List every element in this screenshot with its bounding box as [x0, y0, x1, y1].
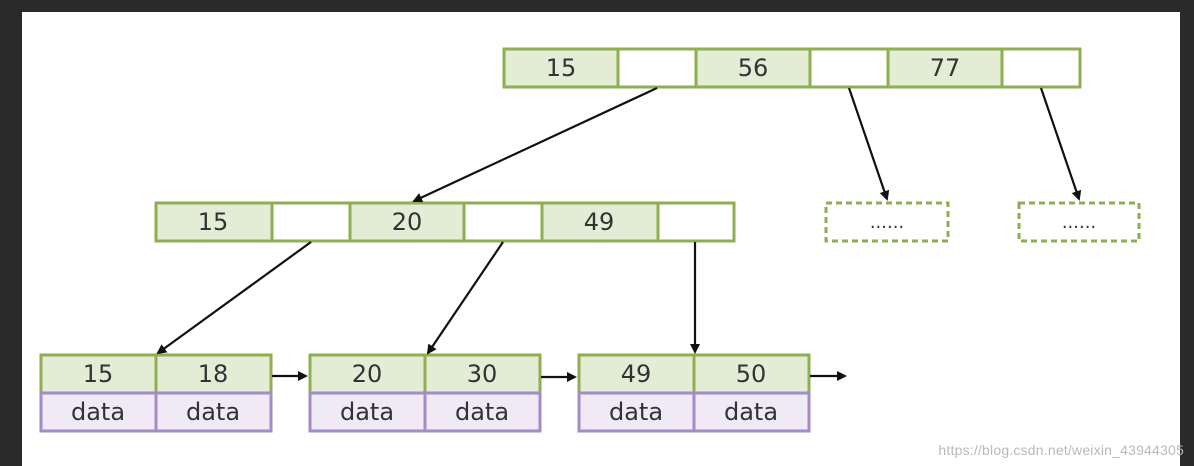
root-key-cell [502, 47, 620, 89]
internal-node: 15 20 49 [154, 201, 736, 243]
edge-arrow [426, 241, 504, 355]
root-key-label: 77 [930, 54, 961, 82]
leaf-key-label: 30 [467, 360, 498, 388]
edge-arrow [1039, 87, 1082, 201]
leaf-key-label: 18 [198, 360, 229, 388]
internal-key-label: 15 [198, 208, 229, 236]
internal-pointer-cell [656, 201, 736, 243]
root-pointer-cell [616, 47, 698, 89]
placeholder-label: ...... [870, 212, 904, 233]
leaf-data-label: data [609, 398, 663, 426]
watermark-text: https://blog.csdn.net/weixin_43944305 [938, 442, 1184, 458]
leaf-key-cell [692, 353, 811, 395]
internal-key-cell [540, 201, 660, 243]
internal-key-cell [348, 201, 466, 243]
placeholder-node: ...... [824, 201, 950, 243]
root-key-label: 15 [546, 54, 577, 82]
root-key-cell [694, 47, 812, 89]
edge-arrow [156, 241, 312, 355]
placeholder-label: ...... [1062, 212, 1096, 233]
leaf-data-label: data [340, 398, 394, 426]
leaf-links [272, 371, 847, 382]
placeholder-node: ...... [1017, 201, 1141, 243]
edge-arrow [847, 87, 890, 201]
root-key-label: 56 [738, 54, 769, 82]
leaf-data-label: data [724, 398, 778, 426]
tree-edges [156, 87, 1082, 355]
leaf-key-label: 20 [352, 360, 383, 388]
internal-key-cell [154, 201, 274, 243]
internal-key-label: 49 [584, 208, 615, 236]
root-pointer-cell [1000, 47, 1082, 89]
internal-pointer-cell [462, 201, 544, 243]
leaf-key-cell [577, 353, 696, 395]
leaf-data-cell [308, 391, 427, 433]
root-key-cell [886, 47, 1004, 89]
edge-arrow [412, 87, 658, 203]
leaf-node: 20 30 data data [308, 353, 542, 433]
leaf-key-cell [423, 353, 542, 395]
placeholder-box [1017, 201, 1141, 243]
placeholder-box [824, 201, 950, 243]
leaf-key-label: 50 [736, 360, 767, 388]
leaf-data-cell [692, 391, 811, 433]
leaf-key-label: 49 [621, 360, 652, 388]
root-node: 15 56 77 [502, 47, 1082, 89]
internal-key-label: 20 [392, 208, 423, 236]
leaf-data-label: data [455, 398, 509, 426]
leaf-data-cell [154, 391, 273, 433]
root-pointer-cell [808, 47, 890, 89]
leaf-data-cell [423, 391, 542, 433]
leaf-data-label: data [71, 398, 125, 426]
leaf-data-label: data [186, 398, 240, 426]
internal-pointer-cell [270, 201, 352, 243]
leaf-key-label: 15 [83, 360, 114, 388]
leaf-data-cell [39, 391, 158, 433]
leaf-node: 49 50 data data [577, 353, 811, 433]
leaf-node: 15 18 data data [39, 353, 273, 433]
